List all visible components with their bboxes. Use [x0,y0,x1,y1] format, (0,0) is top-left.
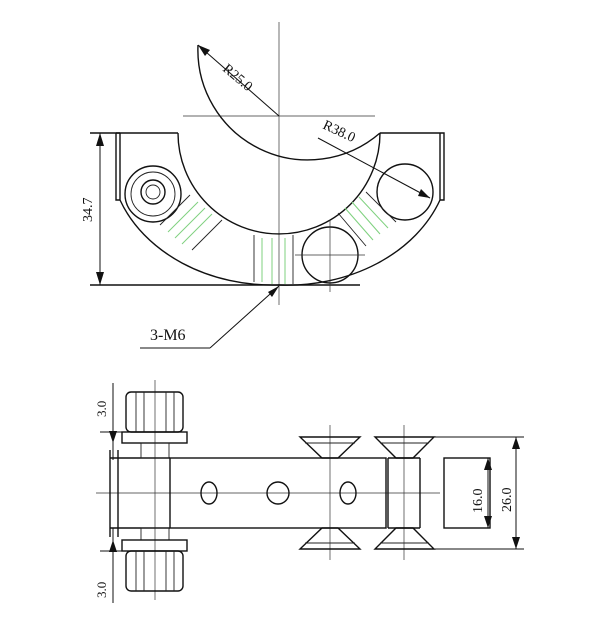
left-bolt-head [140,179,166,205]
upper-shank [140,442,170,459]
height-label: 34.7 [81,198,96,223]
side-view: 16.0 26.0 3.0 3.0 [94,380,524,603]
thread-label: 3-M6 [150,327,186,344]
roller-left [298,425,362,560]
upper-washer [121,431,188,444]
dim26-label: 26.0 [500,488,515,513]
right-roller-circle [376,163,434,221]
main-body [169,457,387,529]
left-bolt-outer [124,165,182,223]
thread-hatch [167,196,389,284]
r38-leader [317,137,431,199]
lower-bolt-head [125,550,184,592]
height-arrow-top [96,133,104,146]
right-block [443,457,491,529]
hole-right [339,481,357,505]
left-bolt-hole [145,184,161,200]
hole-left [200,481,218,505]
lower-washer [121,539,188,552]
r25-arrowhead [198,45,210,56]
hole-center [266,481,290,505]
r38-arrowhead [418,189,430,198]
roller-right [373,425,436,560]
thread-leader [209,285,280,349]
height-arrow-bottom [96,272,104,285]
dim3-upper-label: 3.0 [94,401,109,417]
r25-leader [197,44,280,117]
dim3-lower-label: 3.0 [94,582,109,598]
thread-arrowhead [268,286,279,297]
outer-ring-profile [115,132,445,286]
left-bolt-ring [130,171,176,217]
section-lines [159,191,397,284]
top-view: R25.0 R38.0 34.7 3-M6 [81,22,445,349]
dim16-label: 16.0 [471,489,486,514]
inner-arc-r25 [177,44,381,235]
